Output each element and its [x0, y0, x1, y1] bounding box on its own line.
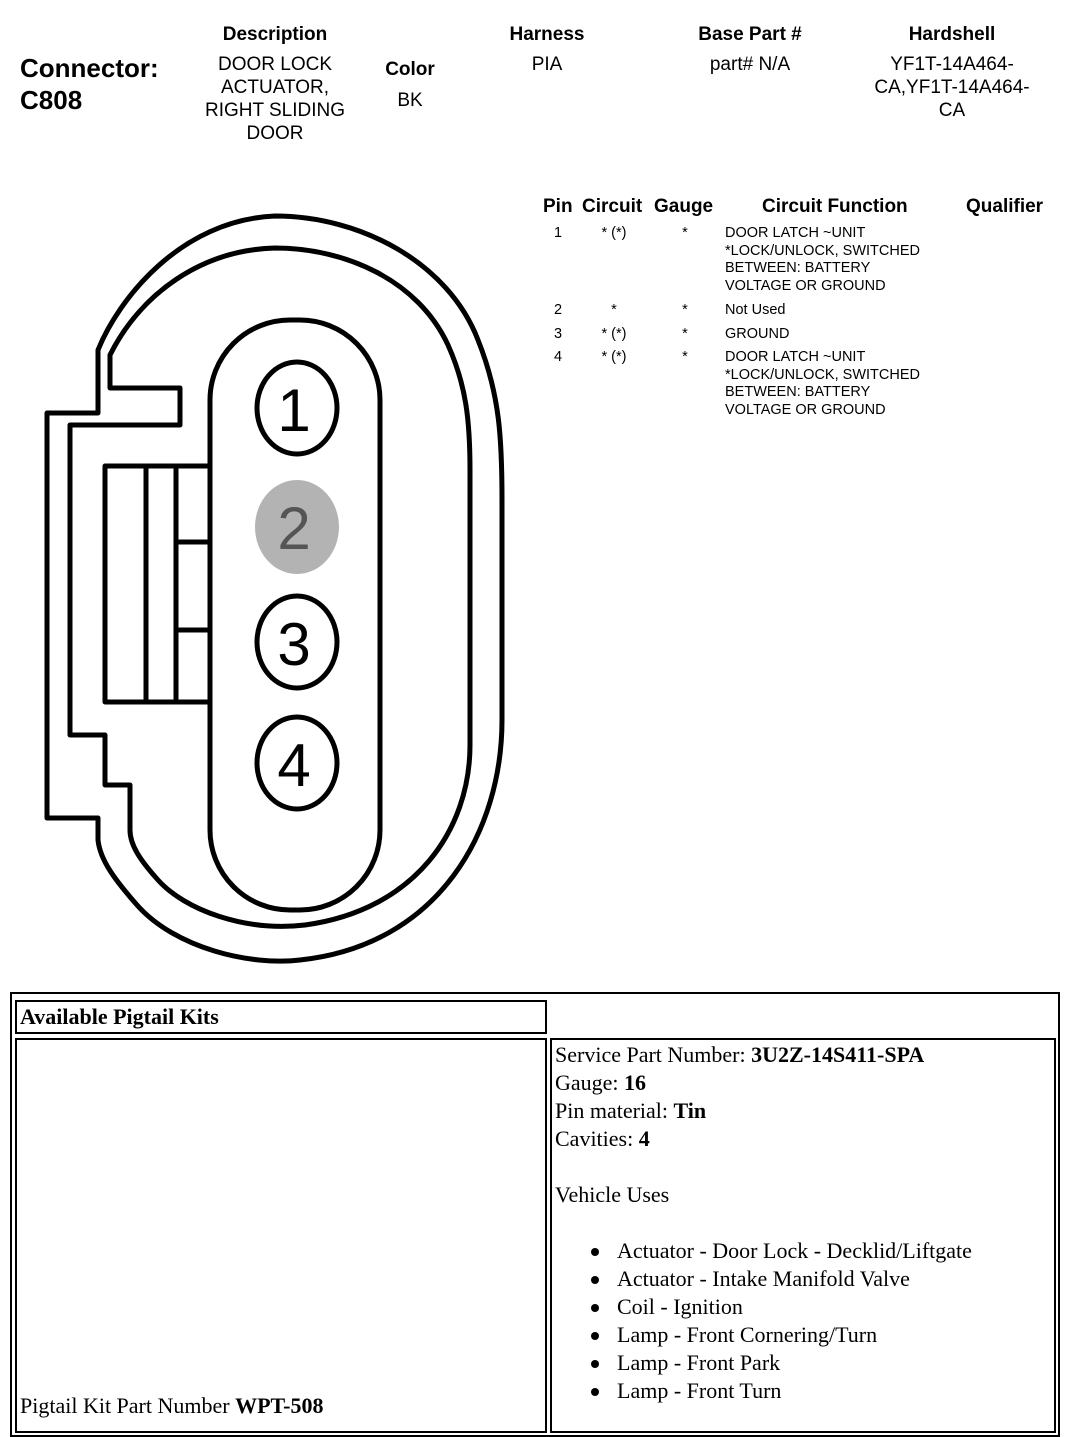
pin-col-header: Pin — [543, 196, 573, 217]
function-line: BETWEEN: BATTERY — [725, 384, 871, 400]
pigtail-title-cell: Available Pigtail Kits — [15, 1000, 547, 1034]
pin-number: 4 — [554, 349, 563, 365]
cavities-label: Cavities: — [555, 1126, 639, 1151]
pin-3-label: 3 — [277, 611, 310, 678]
gauge-label: Gauge: — [555, 1070, 625, 1095]
pin-function: Not Used — [725, 302, 785, 320]
pin-4-label: 4 — [277, 732, 310, 799]
color-value: BK — [397, 90, 423, 111]
connector-id: C808 — [20, 85, 83, 115]
hardshell-line: CA,YF1T-14A464- — [874, 77, 1030, 98]
connector-diagram: 1 2 3 4 — [44, 213, 505, 964]
pin-number: 2 — [554, 302, 563, 318]
hardshell-line: YF1T-14A464- — [890, 54, 1014, 75]
function-line: GROUND — [725, 326, 790, 342]
harness-header: Harness — [509, 24, 585, 45]
pin-1-circle — [254, 359, 340, 457]
gauge-row: Gauge: 16 — [555, 1069, 1050, 1097]
list-item: Actuator - Intake Manifold Valve — [591, 1265, 1050, 1293]
pin-3-circle — [254, 593, 340, 691]
vehicle-uses-label: Vehicle Uses — [555, 1182, 670, 1207]
hardshell-line: CA — [938, 100, 966, 121]
service-part-label: Service Part Number: — [555, 1042, 752, 1067]
pin-number: 1 — [554, 225, 563, 241]
pin-gauge: * — [682, 225, 688, 241]
pin-circuit: * (*) — [601, 225, 627, 241]
pin-material-value: Tin — [673, 1098, 707, 1123]
gauge-col-header: Gauge — [654, 196, 714, 217]
base-part-value: part# N/A — [709, 54, 791, 75]
pin-gauge: * — [682, 302, 688, 318]
connector-housing-inner — [67, 245, 473, 929]
hardshell-header: Hardshell — [908, 24, 996, 45]
function-line: Not Used — [725, 302, 786, 318]
cavities-value: 4 — [638, 1126, 650, 1151]
service-part-row: Service Part Number: 3U2Z-14S411-SPA — [555, 1041, 1050, 1069]
vehicle-uses-list: Actuator - Door Lock - Decklid/Liftgate … — [591, 1237, 1050, 1405]
function-line: DOOR LATCH ~UNIT — [725, 349, 866, 365]
connector-housing-outer — [44, 213, 505, 964]
pigtail-right-cell: Service Part Number: 3U2Z-14S411-SPA Gau… — [550, 1038, 1056, 1433]
list-item: Actuator - Door Lock - Decklid/Liftgate — [591, 1237, 1050, 1265]
pin-function: GROUND — [725, 326, 789, 344]
function-line: DOOR LATCH ~UNIT — [725, 225, 866, 241]
base-part-header: Base Part # — [698, 24, 802, 45]
function-line: *LOCK/UNLOCK, SWITCHED — [725, 242, 920, 259]
pin-gauge: * — [682, 326, 688, 342]
bullet-icon — [591, 1360, 599, 1368]
service-part-value: 3U2Z-14S411-SPA — [751, 1042, 925, 1067]
bullet-icon — [591, 1332, 599, 1340]
list-item: Lamp - Front Turn — [591, 1377, 1050, 1405]
color-header: Color — [385, 59, 435, 80]
cavities-row: Cavities: 4 — [555, 1125, 1050, 1153]
list-item: Lamp - Front Park — [591, 1349, 1050, 1377]
pigtail-left-cell: Pigtail Kit Part Number WPT-508 — [15, 1038, 547, 1433]
gauge-value: 16 — [624, 1070, 647, 1095]
connector-title: Connector: C808 — [20, 52, 159, 116]
kit-part-value: WPT-508 — [235, 1393, 324, 1418]
latch-block — [102, 463, 213, 705]
function-col-header: Circuit Function — [762, 196, 908, 217]
description-value: DOOR LOCK ACTUATOR, RIGHT SLIDING DOOR — [175, 53, 375, 145]
harness-value: PIA — [531, 54, 563, 75]
list-item: Coil - Ignition — [591, 1293, 1050, 1321]
pin-number: 3 — [554, 326, 563, 342]
pin-material-row: Pin material: Tin — [555, 1097, 1050, 1125]
kit-part-label: Pigtail Kit Part Number — [20, 1393, 236, 1418]
pigtail-title: Available Pigtail Kits — [20, 1004, 219, 1029]
list-item: Lamp - Front Cornering/Turn — [591, 1321, 1050, 1349]
bullet-icon — [591, 1248, 599, 1256]
bullet-icon — [591, 1276, 599, 1284]
kit-part-number: Pigtail Kit Part Number WPT-508 — [20, 1392, 324, 1420]
bullet-icon — [591, 1388, 599, 1396]
pin-1-label: 1 — [277, 377, 310, 444]
function-line: BETWEEN: BATTERY — [725, 260, 871, 276]
qualifier-col-header: Qualifier — [966, 196, 1044, 217]
pigtail-details: Service Part Number: 3U2Z-14S411-SPA Gau… — [555, 1041, 1050, 1405]
pin-4-circle — [254, 714, 340, 812]
description-line: DOOR LOCK — [217, 54, 333, 75]
function-line: *LOCK/UNLOCK, SWITCHED — [725, 366, 920, 383]
pin-gauge: * — [682, 349, 688, 365]
description-header: Description — [222, 24, 328, 45]
bullet-icon — [591, 1304, 599, 1312]
description-line: ACTUATOR, — [220, 77, 330, 98]
pin-circuit: * (*) — [601, 349, 627, 365]
circuit-col-header: Circuit — [582, 196, 643, 217]
pin-function: DOOR LATCH ~UNIT *LOCK/UNLOCK, SWITCHED … — [725, 349, 920, 419]
connector-label: Connector: — [20, 53, 159, 83]
pin-circuit: * — [611, 302, 617, 318]
pin-2-circle-unused — [255, 480, 339, 574]
pin-material-label: Pin material: — [555, 1098, 674, 1123]
pin-function: DOOR LATCH ~UNIT *LOCK/UNLOCK, SWITCHED … — [725, 225, 920, 295]
hardshell-value: YF1T-14A464- CA,YF1T-14A464- CA — [852, 53, 1052, 122]
pin-circuit: * (*) — [601, 326, 627, 342]
description-line: DOOR — [246, 123, 304, 144]
function-line: VOLTAGE OR GROUND — [725, 401, 886, 418]
pin-2-label: 2 — [277, 495, 310, 562]
function-line: VOLTAGE OR GROUND — [725, 277, 886, 294]
description-line: RIGHT SLIDING — [204, 100, 346, 121]
